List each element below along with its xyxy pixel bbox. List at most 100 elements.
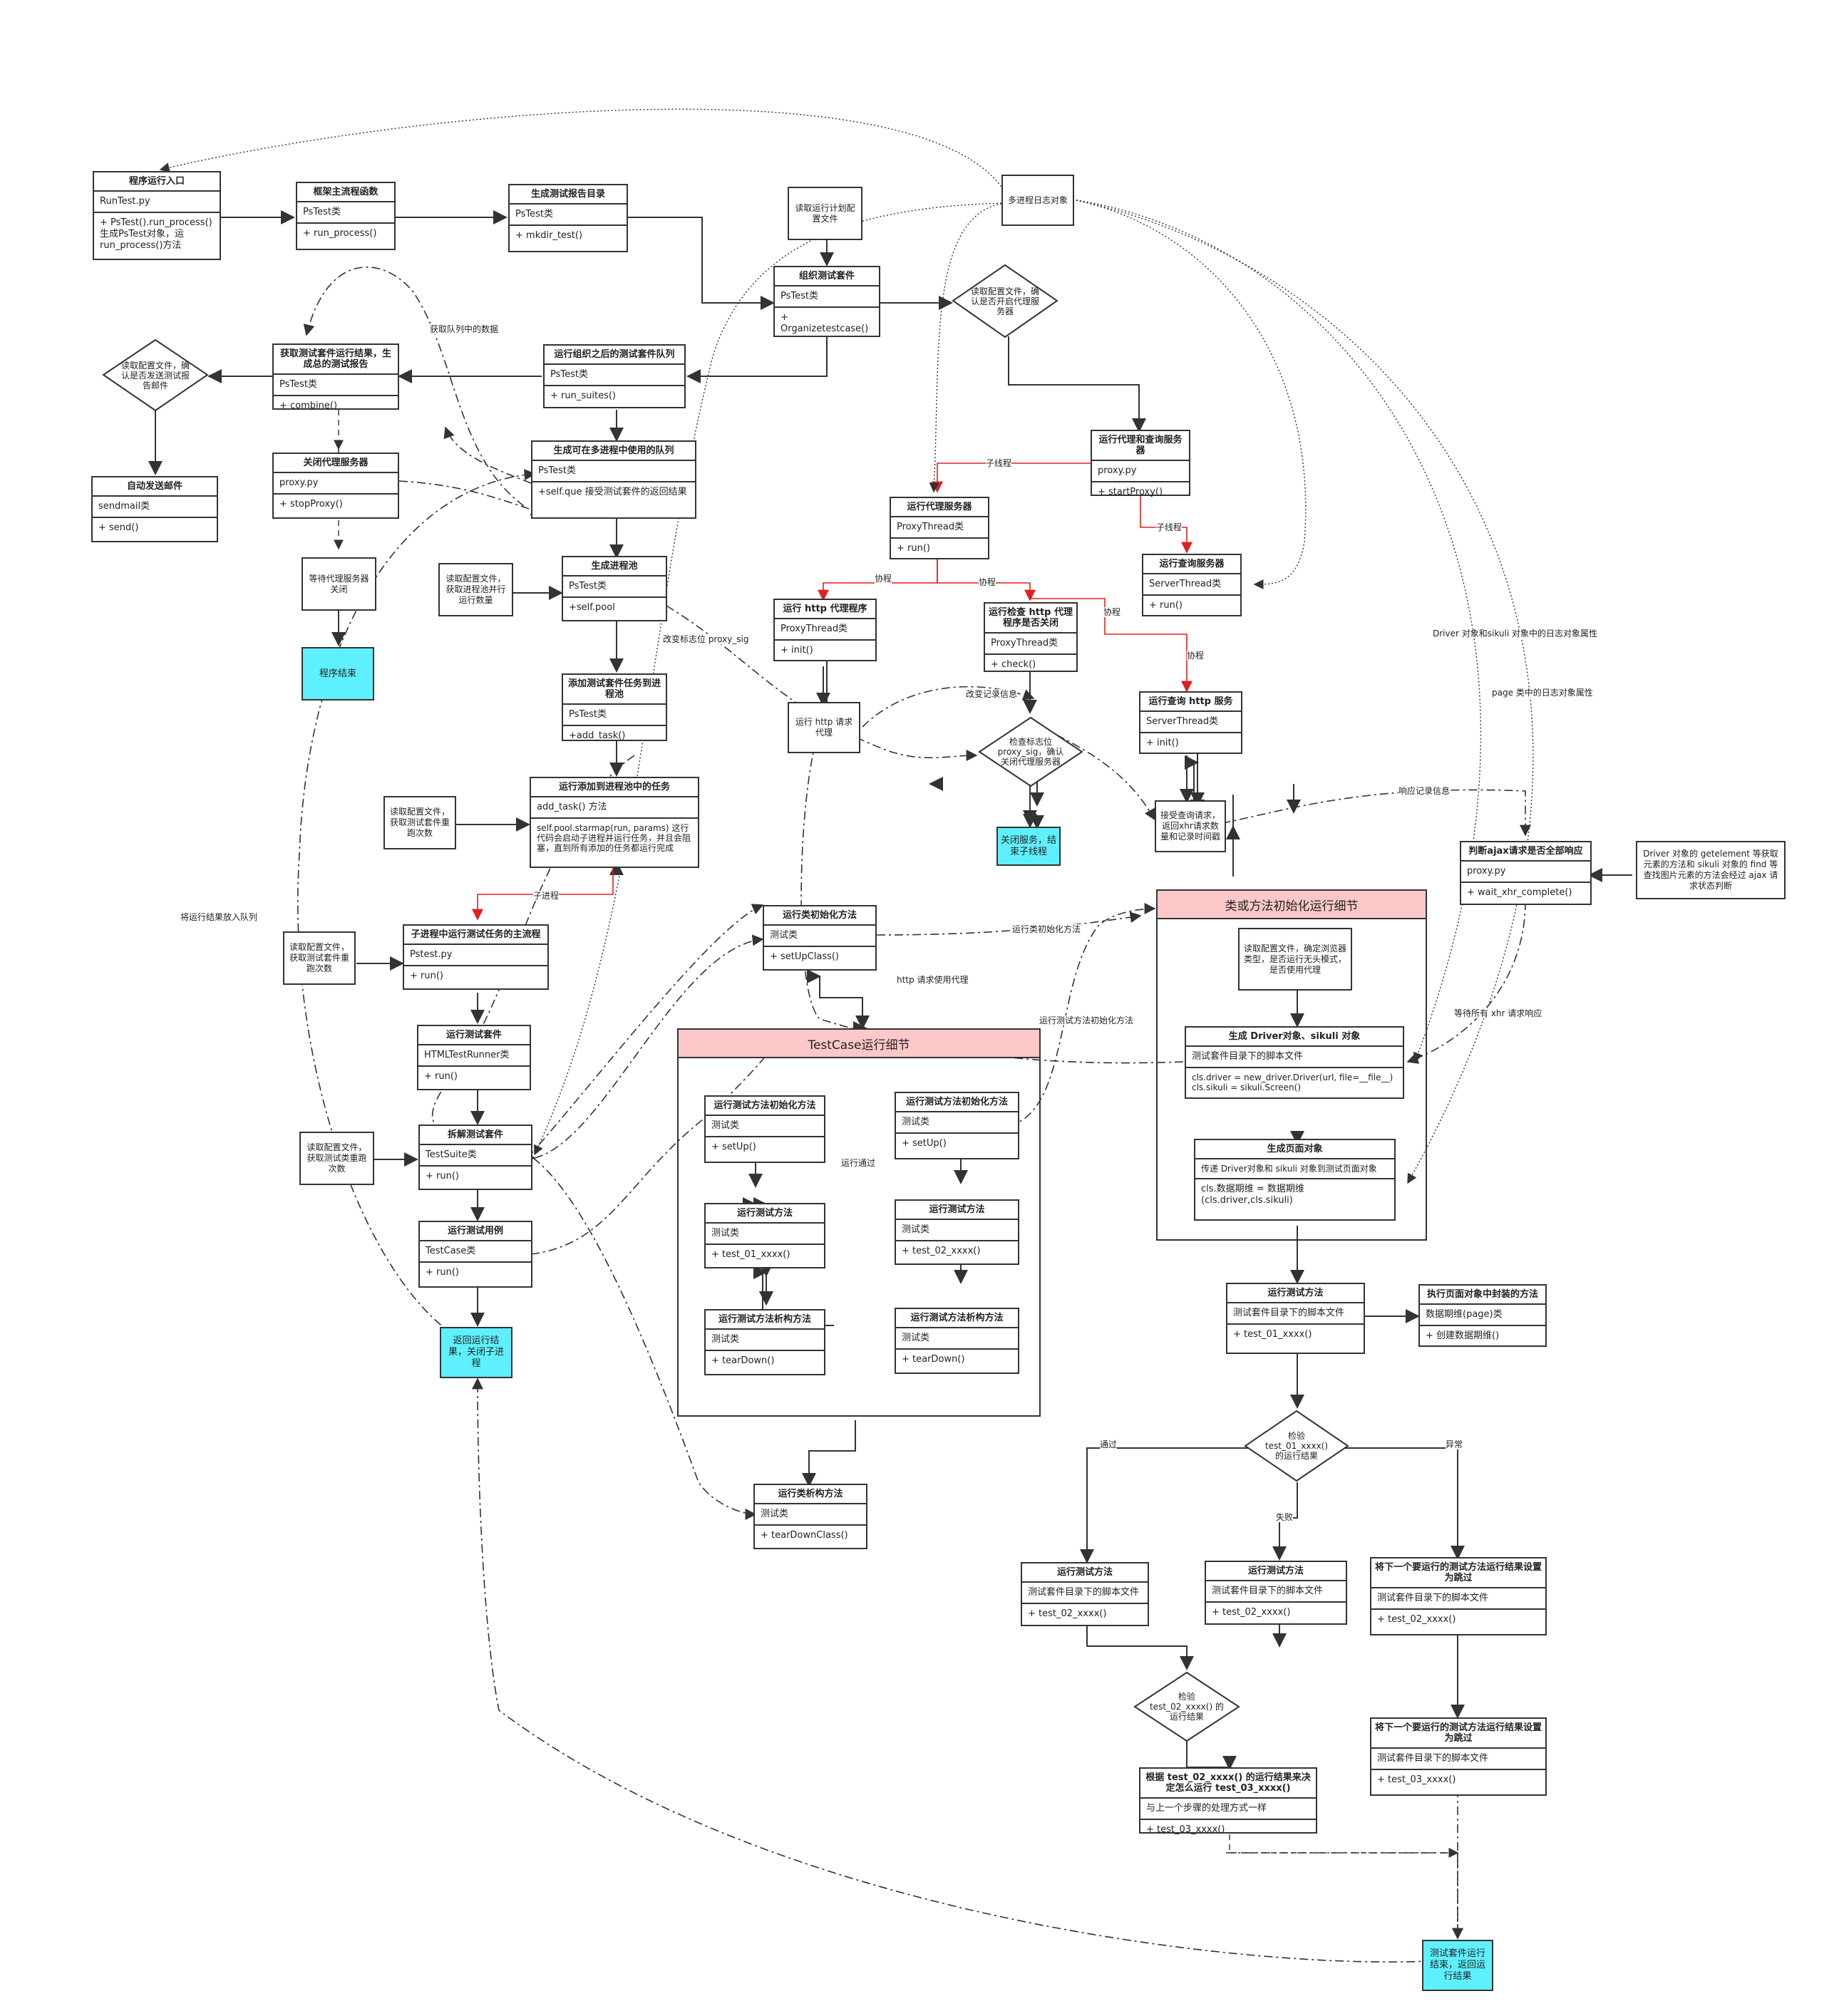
reportdir-title: 生成测试报告目录 — [510, 185, 627, 205]
checkproxy-title: 运行检查 http 代理程序是否关闭 — [985, 604, 1076, 634]
ajaxjudge-stereo: proxy.py — [1461, 862, 1590, 883]
class-teardown2: 运行测试方法析构方法测试类+ tearDown() — [895, 1308, 1019, 1374]
pagemethod-method: + 创建数据期维() — [1426, 1330, 1500, 1341]
edge-label-changerec: 改变记录信息 — [966, 689, 1018, 699]
class-skip3: 将下一个要运行的测试方法运行结果设置为跳过测试套件目录下的脚本文件+ test_… — [1370, 1717, 1547, 1796]
group-init: 类或方法初始化运行细节 — [1156, 889, 1427, 1241]
runcase-stereo: TestCase类 — [420, 1241, 531, 1263]
note-readplan: 读取运行计划配置文件 — [788, 187, 862, 240]
test2-stereo: 测试类 — [896, 1220, 1018, 1241]
reportdir-stereo: PsTest类 — [510, 205, 627, 226]
class-test2: 运行测试方法测试类+ test_02_xxxx() — [895, 1199, 1019, 1265]
teardown2-method: + tearDown() — [902, 1354, 965, 1365]
edge-label-except: 异常 — [1446, 1439, 1463, 1449]
setup2-method: + setUp() — [902, 1138, 947, 1149]
runqueue-method: + run_suites() — [550, 391, 616, 401]
httpquery-stereo: ServerThread类 — [1140, 712, 1241, 733]
queryserver-stereo: ServerThread类 — [1143, 574, 1240, 596]
gendriver-stereo: 测试套件目录下的脚本文件 — [1186, 1047, 1403, 1068]
proxyquery-stereo: proxy.py — [1092, 461, 1189, 482]
genqueue-stereo: PsTest类 — [532, 461, 695, 482]
class-decide3: 根据 test_02_xxxx() 的运行结果来决定怎么运行 test_03_x… — [1139, 1767, 1317, 1835]
framework-method: + run_process() — [303, 228, 377, 239]
test1-title: 运行测试方法 — [706, 1204, 824, 1224]
terminal-closesvc: 关闭服务，结束子线程 — [996, 827, 1061, 866]
genqueue-method: +self.que 接受测试套件的返回结果 — [538, 487, 687, 497]
group-testcase: TestCase运行细节 — [677, 1028, 1041, 1417]
edge-label-putqueue: 将运行结果放入队列 — [180, 912, 258, 922]
runtest-title: 程序运行入口 — [94, 172, 220, 192]
note-readrerun2: 读取配置文件，获取测试套件重跑次数 — [283, 931, 356, 985]
terminal-suiteend: 测试套件运行结束，返回运行结果 — [1422, 1940, 1493, 1991]
teardownclass-stereo: 测试类 — [755, 1504, 866, 1526]
group-testcase-title: TestCase运行细节 — [679, 1030, 1039, 1058]
note-readbrowser: 读取配置文件，确定浏览器类型，是否运行无头模式，是否使用代理 — [1238, 928, 1352, 991]
httpproxy-stereo: ProxyThread类 — [775, 619, 875, 641]
decision-test1-text: 检验 test_01_xxxx() 的运行结果 — [1264, 1431, 1329, 1461]
genpool-method: +self.pool — [569, 602, 615, 613]
setupclass-title: 运行类初始化方法 — [764, 906, 875, 926]
edge-label-coroutine3: 协程 — [1103, 607, 1121, 617]
note-runhttp: 运行 http 请求代理 — [788, 702, 860, 753]
pagemethod-title: 执行页面对象中封装的方法 — [1420, 1286, 1545, 1305]
checkproxy-method: + check() — [991, 659, 1036, 670]
addtask-title: 添加测试套件任务到进程池 — [563, 675, 666, 705]
class-setup2: 运行测试方法初始化方法测试类+ setUp() — [895, 1092, 1019, 1159]
pass2-stereo: 测试套件目录下的脚本文件 — [1022, 1583, 1148, 1604]
sendmail-stereo: sendmail类 — [93, 497, 217, 518]
getresult-method: + combine() — [279, 400, 338, 411]
terminal-progend: 程序结束 — [302, 647, 374, 701]
test1-stereo: 测试类 — [706, 1224, 824, 1245]
class-pass2: 运行测试方法测试套件目录下的脚本文件+ test_02_xxxx() — [1021, 1562, 1149, 1626]
splitsuite-method: + run() — [426, 1171, 459, 1182]
test1-method: + test_01_xxxx() — [711, 1249, 790, 1260]
decide3-stereo: 与上一个步骤的处理方式一样 — [1140, 1799, 1316, 1820]
note-readrerun3: 读取配置文件，获取测试类重跑次数 — [299, 1132, 374, 1185]
subproc-stereo: Pstest.py — [404, 945, 547, 966]
runtasks-method: self.pool.starmap(run, params) 这行代码会启动子进… — [537, 823, 691, 853]
class-setup1: 运行测试方法初始化方法测试类+ setUp() — [704, 1095, 825, 1163]
pass2-title: 运行测试方法 — [1022, 1563, 1148, 1583]
edge-label-coroutine2: 协程 — [979, 577, 996, 587]
runtestm-stereo: 测试套件目录下的脚本文件 — [1227, 1303, 1364, 1325]
group-init-title: 类或方法初始化运行细节 — [1158, 891, 1426, 919]
httpproxy-title: 运行 http 代理程序 — [775, 600, 875, 619]
edge-label-driverlog: Driver 对象和sikuli 对象中的日志对象属性 — [1433, 629, 1597, 639]
fail2-method: + test_02_xxxx() — [1212, 1607, 1291, 1618]
gendriver-method: cls.driver = new_driver.Driver(url, file… — [1192, 1072, 1393, 1092]
note-readpool: 读取配置文件，获取进程池并行运行数量 — [438, 563, 513, 616]
httpquery-method: + init() — [1146, 738, 1179, 748]
addtask-stereo: PsTest类 — [563, 705, 666, 726]
htmlrunner-title: 运行测试套件 — [418, 1026, 530, 1045]
edge-label-getqueue: 获取队列中的数据 — [430, 324, 499, 334]
genqueue-title: 生成可在多进程中使用的队列 — [532, 442, 695, 461]
sendmail-method: + send() — [98, 522, 139, 533]
closeproxy-title: 关闭代理服务器 — [274, 454, 398, 473]
htmlrunner-method: + run() — [424, 1071, 458, 1082]
framework-stereo: PsTest类 — [297, 202, 394, 224]
runtasks-title: 运行添加到进程池中的任务 — [531, 778, 698, 797]
class-runtestm: 运行测试方法测试套件目录下的脚本文件+ test_01_xxxx() — [1226, 1283, 1365, 1354]
decision-mail-text: 读取配置文件，确认是否发送测试报告邮件 — [120, 360, 190, 391]
edge-label-methodinit: 运行测试方法初始化方法 — [1039, 1015, 1134, 1025]
checkproxy-stereo: ProxyThread类 — [985, 634, 1076, 655]
teardown2-title: 运行测试方法析构方法 — [896, 1309, 1018, 1328]
setup2-stereo: 测试类 — [896, 1112, 1018, 1134]
ajaxjudge-title: 判断ajax请求是否全部响应 — [1461, 842, 1590, 862]
addtask-method: +add_task() — [569, 730, 626, 741]
note-drivernote: Driver 对象的 getelement 等获取元素的方法和 sikuli 对… — [1636, 841, 1786, 899]
